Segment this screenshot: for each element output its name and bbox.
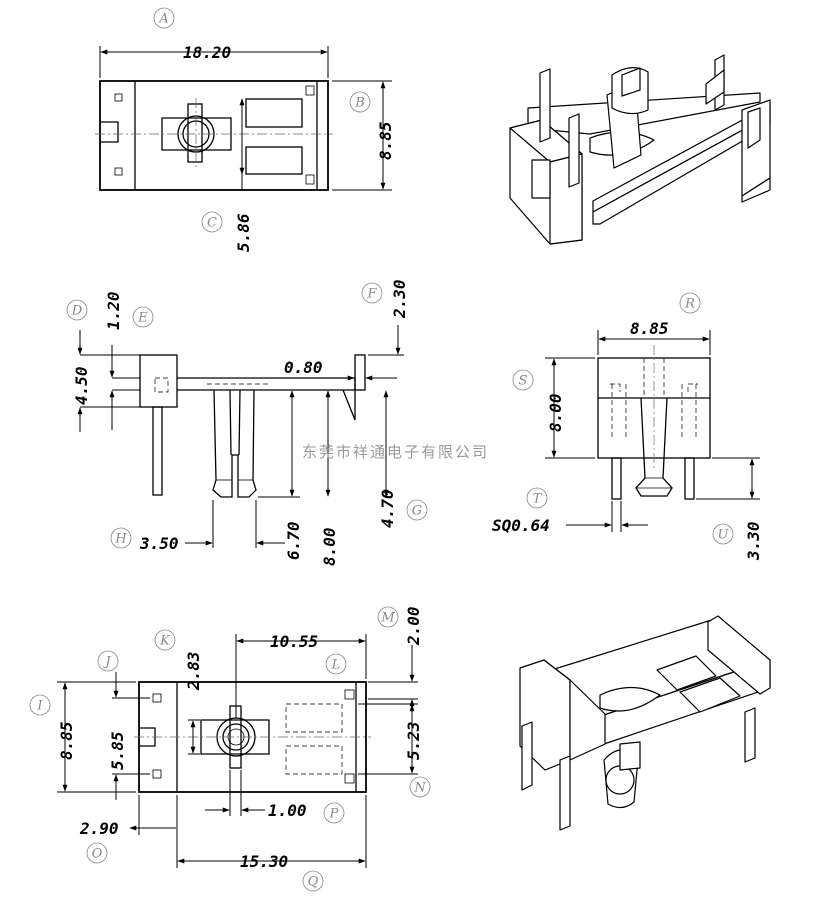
end-view <box>597 345 711 500</box>
label-e: E <box>137 311 148 326</box>
label-n: N <box>413 781 426 796</box>
dim-bot-height: 8.85 <box>57 721 76 760</box>
bottom-view <box>134 681 371 793</box>
label-circle-j <box>97 650 119 672</box>
label-circle-a <box>153 7 175 29</box>
watermark: 东莞市祥通电子有限公司 <box>302 443 489 461</box>
label-r: R <box>684 297 695 312</box>
dim-top-height: 8.85 <box>376 121 395 160</box>
dim-end-height: 8.00 <box>546 393 565 432</box>
dim-side-wall-h: 2.30 <box>390 279 409 319</box>
label-h: H <box>114 532 127 547</box>
label-s: S <box>519 374 528 389</box>
dim-side-pin-len2: 8.00 <box>320 527 339 566</box>
label-t: T <box>533 492 543 507</box>
label-circle-s <box>512 369 534 391</box>
label-j: J <box>102 655 111 670</box>
label-b: B <box>354 96 365 111</box>
label-circle-l <box>325 653 347 675</box>
label-p: P <box>329 807 339 822</box>
dim-side-tab: 1.20 <box>104 291 123 330</box>
dim-side-pin-gap: 3.50 <box>139 534 179 553</box>
dim-bot-wall: 2.00 <box>404 606 423 646</box>
label-circle-t <box>526 487 548 509</box>
label-circle-f <box>361 282 383 304</box>
dim-side-right-len: 4.70 <box>378 489 397 528</box>
label-circle-p <box>323 802 345 824</box>
dim-top-slot: 5.86 <box>234 213 253 252</box>
dim-side-pin-len1: 6.70 <box>284 521 303 560</box>
label-circle-m <box>377 606 399 628</box>
dim-end-pin-len: 3.30 <box>744 521 763 561</box>
label-q: Q <box>308 875 319 890</box>
label-circle-o <box>86 842 108 864</box>
label-circle-g <box>406 499 428 521</box>
label-circle-r <box>679 292 701 314</box>
label-g: G <box>412 504 422 519</box>
label-circle-d <box>66 299 88 321</box>
label-l: L <box>331 658 341 673</box>
label-circle-e <box>132 306 154 328</box>
dim-bot-left: 2.90 <box>79 819 119 838</box>
dim-bot-width: 15.30 <box>240 852 288 871</box>
label-m: M <box>380 611 395 626</box>
label-o: O <box>92 847 103 862</box>
label-circle-n <box>409 776 431 798</box>
dim-end-width: 8.85 <box>630 319 669 338</box>
view-labels: A B C D E F G H I J K L M N O P Q R S T U <box>29 7 734 892</box>
dim-bot-span: 10.55 <box>270 632 318 651</box>
dim-bot-right: 5.23 <box>404 721 423 760</box>
dim-bot-inner: 5.85 <box>108 731 127 770</box>
dim-top-width: 18.20 <box>183 43 231 62</box>
iso-view-top <box>509 54 771 245</box>
label-circle-h <box>110 527 132 549</box>
dim-side-wall-t: 0.80 <box>284 358 323 377</box>
top-view <box>95 80 333 191</box>
label-u: U <box>718 528 730 543</box>
side-view <box>139 354 366 498</box>
top-dims: 18.20 8.85 5.86 <box>99 43 395 252</box>
label-c: C <box>207 216 217 231</box>
label-k: K <box>159 634 171 649</box>
dim-end-pin-size: SQ0.64 <box>492 516 550 535</box>
dim-side-left-h: 4.50 <box>72 366 91 405</box>
side-dims: 4.50 1.20 2.30 0.80 3.50 6.70 8.00 4.70 <box>72 279 409 566</box>
end-dims: 8.85 8.00 3.30 SQ0.64 <box>492 319 763 561</box>
label-circle-u <box>712 523 734 545</box>
label-a: A <box>158 12 168 27</box>
label-f: F <box>366 287 377 302</box>
label-circle-i <box>29 694 51 716</box>
iso-view-bottom <box>519 615 771 831</box>
label-circle-b <box>349 91 371 113</box>
label-circle-q <box>302 870 324 892</box>
label-i: I <box>36 699 43 714</box>
dim-bot-post: 1.00 <box>268 801 307 820</box>
label-d: D <box>71 304 83 319</box>
label-circle-c <box>201 211 223 233</box>
label-circle-k <box>154 629 176 651</box>
bottom-dims: 8.85 5.85 2.83 10.55 2.00 5.23 2.90 1.00 <box>57 606 423 871</box>
dim-bot-offset: 2.83 <box>184 651 203 691</box>
